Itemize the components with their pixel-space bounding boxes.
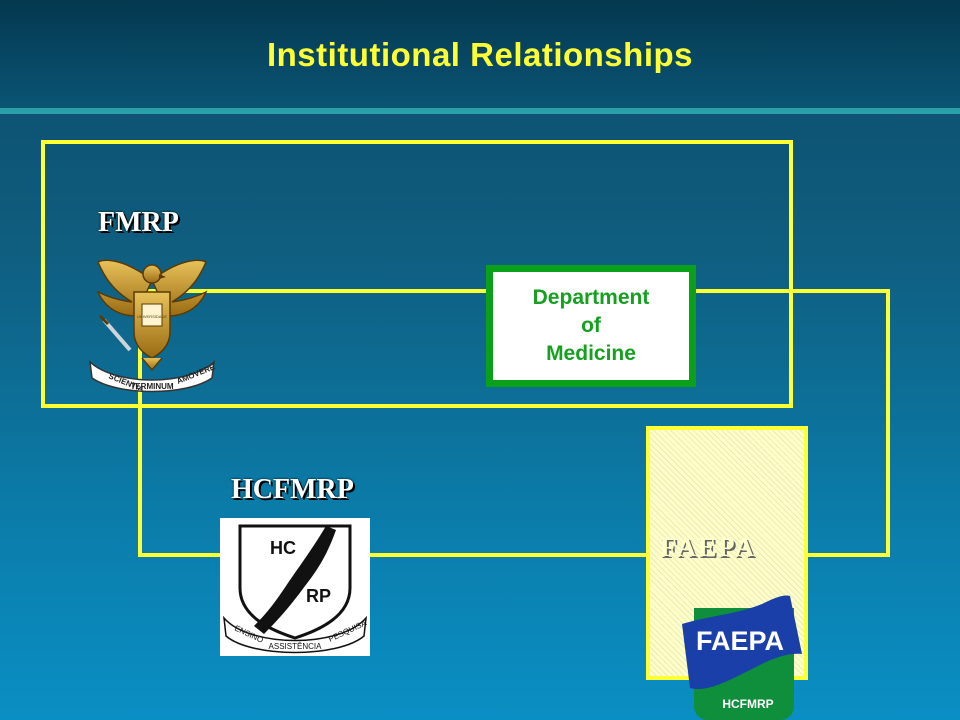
faepa-logo-subtitle: HCFMRP [722, 697, 773, 711]
department-line-2: of [581, 314, 601, 337]
fmrp-crest-logo: UNIVERSIDADE SCIENTIA TERMINUM AMOVERE [89, 259, 217, 394]
faepa-logo-title: FAEPA [696, 626, 784, 656]
hc-logo-bottom-text: RP [306, 586, 331, 606]
department-of-medicine-box: Department of Medicine [486, 265, 696, 387]
faepa-label: FAEPA [660, 532, 756, 562]
faepa-logo: FAEPA HCFMRP [682, 595, 802, 720]
department-line-3: Medicine [546, 342, 636, 365]
crest-banner-center: TERMINUM [130, 382, 173, 391]
department-line-1: Department [532, 286, 650, 309]
fmrp-label: FMRP [98, 207, 179, 238]
header-bar [0, 0, 960, 108]
hcfmrp-logo: HC RP ENSINO ASSISTÊNCIA PESQUISA [220, 518, 370, 656]
fmrp-boundary-box [41, 140, 793, 408]
hcfmrp-label: HCFMRP [231, 474, 354, 505]
page-title: Institutional Relationships [266, 36, 694, 73]
hc-banner-center: ASSISTÊNCIA [269, 642, 323, 651]
hc-logo-top-text: HC [270, 538, 296, 558]
header-divider [0, 108, 960, 114]
crest-center-text: UNIVERSIDADE [137, 314, 167, 319]
